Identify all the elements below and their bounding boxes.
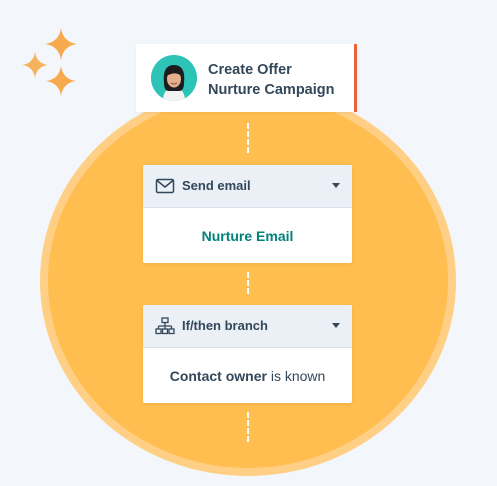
sparkle-icon — [45, 28, 77, 60]
accent-bar — [354, 44, 357, 112]
chevron-down-icon[interactable] — [332, 323, 340, 328]
branch-label: If/then branch — [182, 318, 268, 333]
workflow-title-line1: Create Offer — [208, 62, 292, 78]
workflow-header-card[interactable]: Create Offer Nurture Campaign — [136, 44, 357, 112]
branch-icon — [155, 317, 175, 335]
email-name-link[interactable]: Nurture Email — [201, 227, 294, 244]
chevron-down-icon[interactable] — [332, 183, 340, 188]
workflow-title-line2: Nurture Campaign — [208, 82, 335, 98]
person-avatar-icon — [151, 55, 197, 101]
send-email-header[interactable]: Send email — [143, 165, 352, 208]
sparkle-icon — [46, 66, 76, 96]
sparkle-icon — [22, 52, 48, 78]
condition-property: Contact owner — [169, 367, 267, 384]
connector-line — [247, 123, 249, 153]
connector-line — [247, 412, 249, 442]
workflow-title: Create Offer Nurture Campaign — [208, 60, 348, 100]
send-email-label: Send email — [182, 178, 251, 193]
avatar — [151, 55, 197, 101]
envelope-icon — [155, 178, 175, 194]
send-email-card[interactable]: Send email Nurture Email — [143, 165, 352, 263]
branch-card[interactable]: If/then branch Contact owner is known — [143, 305, 352, 403]
branch-header[interactable]: If/then branch — [143, 305, 352, 348]
connector-line — [247, 272, 249, 294]
branch-body: Contact owner is known — [143, 348, 352, 403]
condition-operator: is known — [270, 367, 326, 384]
send-email-body: Nurture Email — [143, 208, 352, 263]
